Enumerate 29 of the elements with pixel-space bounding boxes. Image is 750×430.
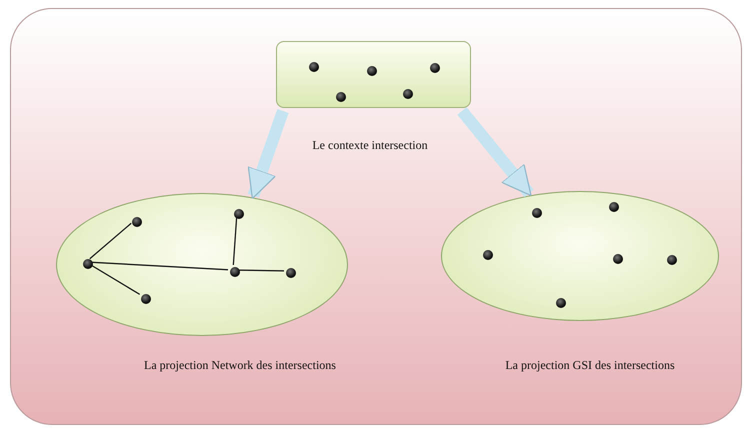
point-dot: [132, 217, 142, 227]
point-dot: [609, 202, 619, 212]
point-dot: [141, 294, 151, 304]
block-arrow: [248, 109, 289, 200]
connector-line: [90, 262, 228, 270]
connector-line: [232, 216, 238, 266]
caption-text: La projection Network des intersections: [143, 358, 337, 374]
caption-text: La projection GSI des intersections: [504, 358, 676, 374]
point-dot: [286, 268, 296, 278]
context-box: [276, 41, 471, 108]
point-dot: [336, 92, 346, 102]
point-dot: [403, 89, 413, 99]
point-dot: [556, 298, 566, 308]
connector-line: [90, 264, 140, 295]
point-dot: [309, 62, 319, 72]
point-dot: [430, 63, 440, 73]
point-dot: [230, 267, 240, 277]
point-dot: [667, 255, 677, 265]
point-dot: [532, 208, 542, 218]
block-arrow: [457, 107, 534, 198]
point-dot: [83, 259, 93, 269]
point-dot: [234, 209, 244, 219]
caption-text: Le contexte intersection: [311, 138, 429, 154]
point-dot: [367, 66, 377, 76]
point-dot: [483, 250, 493, 260]
connector-line: [89, 222, 132, 260]
point-dot: [613, 254, 623, 264]
connector-line: [238, 270, 284, 272]
background-panel: [10, 8, 742, 425]
